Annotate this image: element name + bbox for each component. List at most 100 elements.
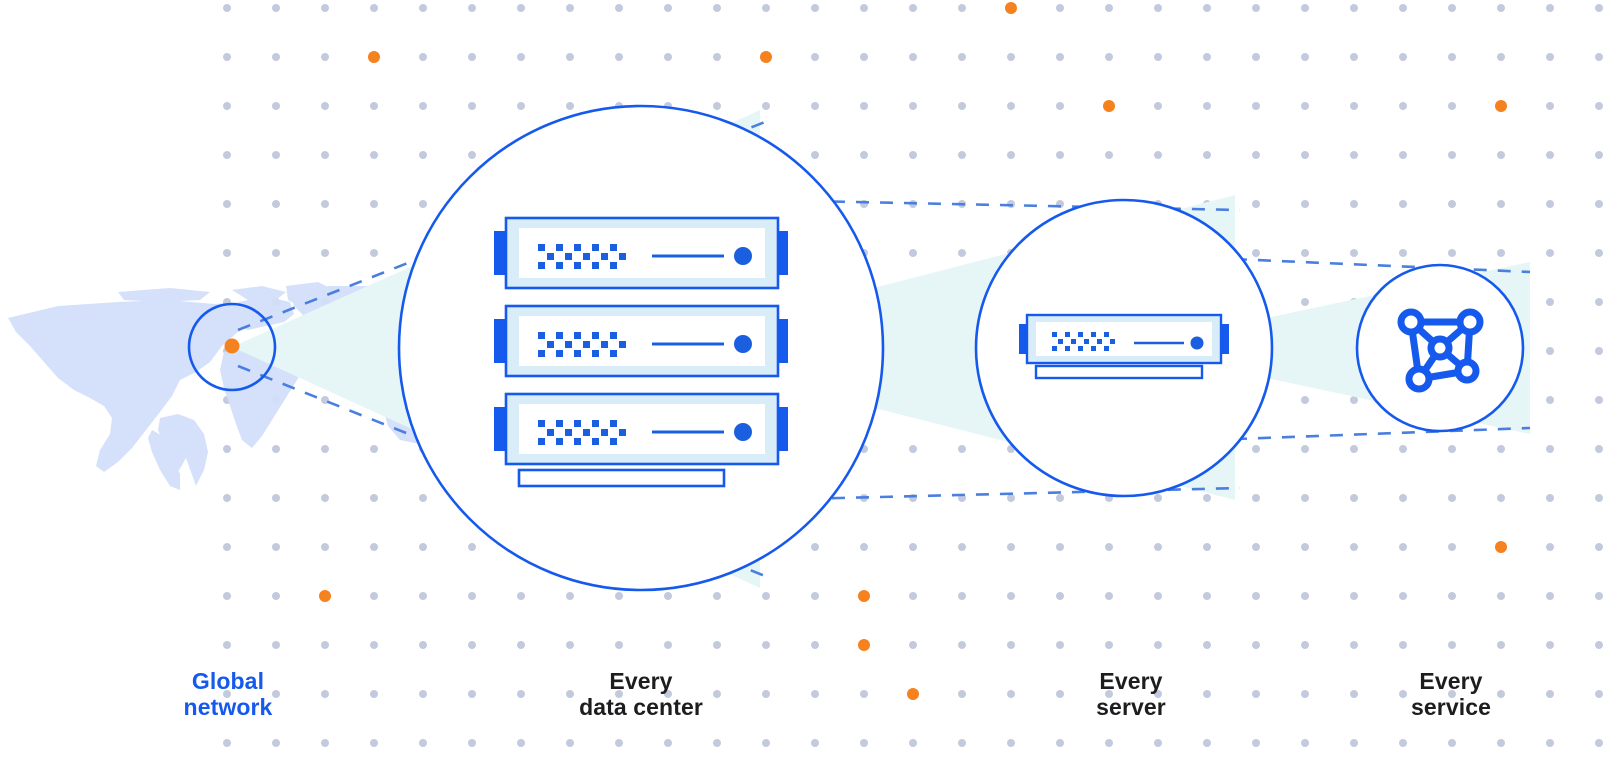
grid-dot [1546, 690, 1554, 698]
grid-dot [1399, 641, 1407, 649]
grid-dot [223, 641, 231, 649]
grid-dot [1301, 4, 1309, 12]
grid-dot [713, 592, 721, 600]
grid-dot [1252, 151, 1260, 159]
grid-dot [566, 592, 574, 600]
grid-dot [1105, 690, 1113, 698]
grid-dot [370, 543, 378, 551]
grid-dot [1301, 641, 1309, 649]
grid-dot [958, 641, 966, 649]
grid-dot [1350, 102, 1358, 110]
grid-dot [860, 4, 868, 12]
grid-dot [321, 200, 329, 208]
grid-dot [1497, 53, 1505, 61]
grid-dot [958, 151, 966, 159]
grid-dot-highlight [1495, 541, 1507, 553]
grid-dot [517, 690, 525, 698]
grid-dot [909, 739, 917, 747]
grid-dot [272, 200, 280, 208]
grid-dot [468, 543, 476, 551]
grid-dot [419, 200, 427, 208]
grid-dot [1546, 494, 1554, 502]
grid-dot [517, 53, 525, 61]
grid-dot [1448, 543, 1456, 551]
grid-dot [860, 543, 868, 551]
grid-dot [1154, 739, 1162, 747]
grid-dot [664, 53, 672, 61]
grid-dot [566, 102, 574, 110]
grid-dot [1056, 53, 1064, 61]
grid-dot [1252, 102, 1260, 110]
grid-dot [1007, 53, 1015, 61]
grid-dot [1448, 592, 1456, 600]
grid-dot [1056, 690, 1064, 698]
grid-dot [1203, 494, 1211, 502]
grid-dot [1546, 53, 1554, 61]
grid-dot [272, 739, 280, 747]
grid-dot [1399, 690, 1407, 698]
grid-dot [958, 53, 966, 61]
grid-dot [1399, 249, 1407, 257]
grid-dot [1301, 200, 1309, 208]
single-server-icon [1019, 313, 1229, 380]
connector-dc-server-top [759, 198, 1241, 212]
grid-dot [321, 102, 329, 110]
rack-unit-1 [494, 216, 788, 290]
grid-dot [1301, 690, 1309, 698]
grid-dot [370, 102, 378, 110]
grid-dot [419, 592, 427, 600]
grid-dot [321, 494, 329, 502]
grid-dot [370, 641, 378, 649]
grid-dot [1105, 641, 1113, 649]
grid-dot [1448, 739, 1456, 747]
grid-dot [1056, 151, 1064, 159]
grid-dot [909, 151, 917, 159]
grid-dot-highlight [760, 51, 772, 63]
grid-dot [1301, 739, 1309, 747]
grid-dot [909, 249, 917, 257]
grid-dot [1399, 494, 1407, 502]
grid-dot [1399, 543, 1407, 551]
grid-dot [272, 592, 280, 600]
connector-server-service-bottom [1209, 426, 1531, 442]
grid-dot [1399, 200, 1407, 208]
grid-dot [517, 739, 525, 747]
grid-dot [419, 739, 427, 747]
grid-dot [566, 641, 574, 649]
grid-dot [1252, 543, 1260, 551]
grid-dot [713, 53, 721, 61]
connector-dc-server-bottom [759, 486, 1241, 502]
grid-dot [468, 592, 476, 600]
grid-dot [615, 4, 623, 12]
grid-dot [1007, 641, 1015, 649]
grid-dot [762, 102, 770, 110]
grid-dot [1154, 543, 1162, 551]
grid-dot [1203, 4, 1211, 12]
grid-dot [1595, 690, 1603, 698]
grid-dot [1350, 543, 1358, 551]
grid-dot [223, 249, 231, 257]
grid-dot [1595, 641, 1603, 649]
grid-dot [517, 592, 525, 600]
grid-dot [1350, 151, 1358, 159]
grid-dot [1546, 445, 1554, 453]
grid-dot [370, 739, 378, 747]
grid-dot [1350, 4, 1358, 12]
grid-dot [1595, 592, 1603, 600]
grid-dot [713, 102, 721, 110]
grid-dot [468, 690, 476, 698]
grid-dot [1546, 4, 1554, 12]
grid-dot [762, 690, 770, 698]
grid-dot [321, 4, 329, 12]
grid-dot [1105, 543, 1113, 551]
grid-dot [1301, 445, 1309, 453]
grid-dot [1301, 151, 1309, 159]
grid-dot [1105, 53, 1113, 61]
grid-dot [321, 445, 329, 453]
rack-unit-3 [494, 392, 788, 466]
label-every-data-center: Every data center [579, 668, 703, 720]
grid-dot [1350, 739, 1358, 747]
grid-dot [1399, 151, 1407, 159]
grid-dot [1448, 445, 1456, 453]
